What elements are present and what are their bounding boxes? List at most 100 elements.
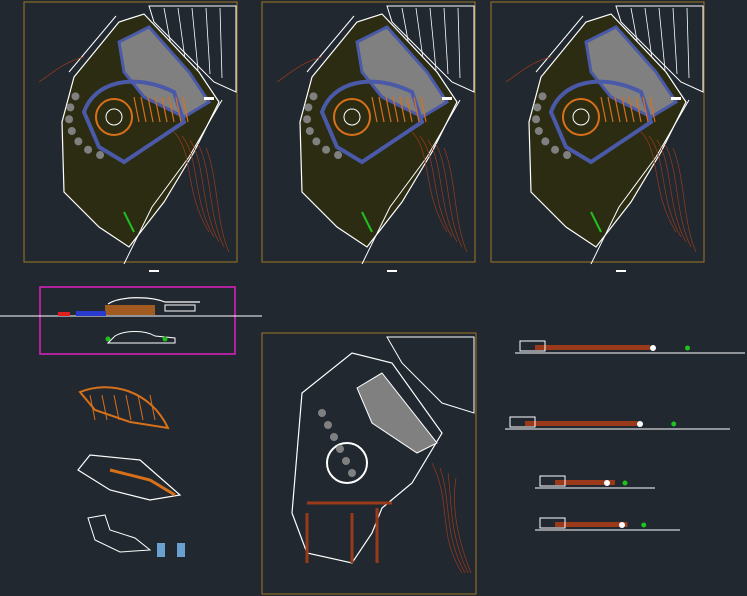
tree-icon: [312, 137, 321, 146]
lot-line: [672, 7, 678, 75]
selection-frame: [39, 286, 236, 355]
tree-icon: [65, 115, 74, 124]
rotunda: [333, 98, 371, 136]
road-edge: [68, 15, 223, 265]
contour-line: [38, 56, 85, 83]
elevation-wing: [164, 304, 196, 312]
elevation-c-tree: [622, 480, 628, 486]
legend-block: [157, 543, 165, 557]
tree-icon: [334, 151, 343, 160]
elevation-blue: [76, 311, 106, 316]
elevation-c-body: [555, 480, 615, 485]
contour-line: [197, 143, 225, 248]
legend-block: [177, 543, 185, 557]
building-ring: [548, 79, 654, 165]
room-partition: [125, 394, 132, 421]
contour-line: [181, 135, 215, 238]
building-wing: [355, 25, 450, 119]
sheet-frame: [23, 1, 238, 263]
neighbor-lots: [386, 336, 475, 414]
room-partition: [140, 96, 147, 123]
room-partition: [101, 394, 108, 421]
building-ring: [81, 79, 187, 165]
contour-line: [276, 56, 323, 83]
room-partition: [399, 96, 406, 123]
room-partition: [149, 394, 156, 421]
tree-icon: [96, 151, 105, 160]
tree-icon: [563, 151, 572, 160]
contour-line: [173, 131, 210, 233]
contour-line: [435, 143, 463, 248]
site-plan-sheet-4[interactable]: [261, 332, 477, 595]
tree-icon: [541, 137, 550, 146]
room-partition: [385, 96, 392, 123]
elevation-a-block: [519, 340, 546, 352]
elevation-b-body: [525, 421, 638, 426]
room-partition: [392, 96, 399, 123]
elevation-b-tree: [671, 421, 677, 427]
site-plan-sheet-1[interactable]: [23, 1, 238, 272]
room-partition: [137, 394, 144, 421]
lot-line: [658, 7, 666, 71]
room-partition: [147, 96, 154, 123]
rotunda-core: [105, 108, 123, 126]
elevation-c-tree: [604, 480, 610, 486]
neighbor-lots: [615, 5, 704, 93]
elevation-d-tree: [619, 522, 625, 528]
tree-icon: [324, 421, 332, 429]
contour-line: [640, 131, 677, 233]
tree-icon: [538, 92, 547, 101]
tree-icon: [71, 92, 80, 101]
contour-line: [656, 139, 687, 243]
rotunda-core: [343, 108, 361, 126]
green-marker: [123, 211, 135, 233]
contour-line: [419, 135, 453, 238]
tree-icon: [74, 137, 83, 146]
neighbor-lots: [386, 5, 475, 93]
room-partition: [89, 394, 96, 421]
label-marker: [671, 97, 681, 100]
contour-line: [431, 462, 463, 574]
road-edge: [306, 15, 461, 265]
contour-line: [648, 135, 682, 238]
tree-icon: [551, 145, 560, 154]
site-plan-sheet-2[interactable]: [261, 1, 476, 272]
elevation-d-tree: [641, 522, 647, 528]
lot-line: [205, 7, 211, 75]
sheet-frame: [490, 1, 705, 263]
access-paths: [305, 501, 392, 563]
site-plan-sheet-3[interactable]: [490, 1, 705, 272]
elevation-b-tree: [637, 421, 643, 427]
elevation-b-block: [509, 416, 536, 428]
room-partition: [182, 96, 189, 123]
tree-icon: [105, 336, 111, 342]
contour-line: [505, 56, 552, 83]
sheet-title-marker: [387, 270, 397, 272]
tree-icon: [348, 469, 356, 477]
contour-line: [205, 147, 230, 253]
room-partition: [161, 96, 168, 123]
tree-icon: [532, 115, 541, 124]
contour-line: [454, 477, 472, 574]
rotunda: [326, 442, 368, 484]
room-partition: [406, 96, 413, 123]
lot-line: [219, 7, 223, 79]
elevation-a-tree: [685, 345, 690, 351]
floor-plan-2: [77, 454, 182, 501]
room-partition: [614, 96, 621, 123]
tree-icon: [304, 103, 313, 112]
tree-icon: [342, 457, 350, 465]
lot-line: [443, 7, 449, 75]
rotunda-core: [572, 108, 590, 126]
sheet-title-marker: [616, 270, 626, 272]
lot-line: [429, 7, 437, 71]
room-partition: [175, 96, 182, 123]
room-partition: [420, 96, 427, 123]
room-partition: [371, 96, 378, 123]
floor-plan-1: [78, 386, 170, 430]
room-partition: [113, 394, 120, 421]
label-marker: [204, 97, 214, 100]
contour-line: [439, 467, 466, 574]
